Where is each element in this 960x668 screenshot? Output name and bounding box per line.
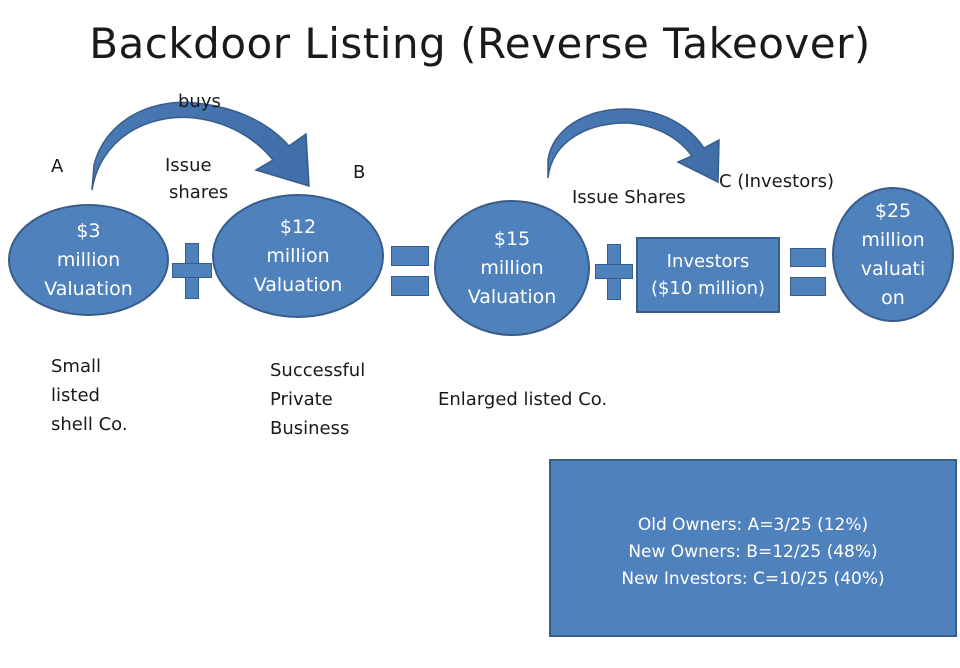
issue-shares-label-2: Issue Shares (572, 187, 686, 208)
equals-sign-1 (391, 246, 429, 300)
buys-arrow (91, 101, 310, 191)
caption-shell-company: Small listed shell Co. (51, 356, 128, 435)
node-b-ellipse: $12 million Valuation (212, 194, 384, 318)
equals-sign-2 (790, 248, 826, 300)
summary-new-owners: New Owners: B=12/25 (48%) (628, 541, 878, 562)
plus-sign-1 (172, 243, 212, 299)
summary-new-investors: New Investors: C=10/25 (40%) (621, 568, 885, 589)
node-a-ellipse: $3 million Valuation (8, 204, 169, 316)
result-valuation-ellipse: $25 million valuati on (832, 187, 954, 322)
buys-label: buys (178, 91, 221, 112)
label-c-investors: C (Investors) (719, 171, 835, 192)
label-a: A (51, 156, 64, 177)
enlarged-company-ellipse: $15 million Valuation (434, 200, 590, 336)
investors-box: Investors ($10 million) (636, 237, 780, 313)
ownership-summary-box: Old Owners: A=3/25 (12%) New Owners: B=1… (549, 459, 957, 637)
issue-shares-label: Issue shares (165, 155, 229, 203)
issue-shares-arrow (547, 108, 720, 184)
summary-old-owners: Old Owners: A=3/25 (12%) (637, 514, 869, 535)
caption-private-business: Successful Private Business (270, 360, 366, 439)
label-b: B (353, 162, 366, 183)
plus-sign-2 (595, 244, 633, 300)
caption-enlarged-company: Enlarged listed Co. (438, 389, 608, 410)
diagram-title: Backdoor Listing (Reverse Takeover) (89, 19, 871, 68)
